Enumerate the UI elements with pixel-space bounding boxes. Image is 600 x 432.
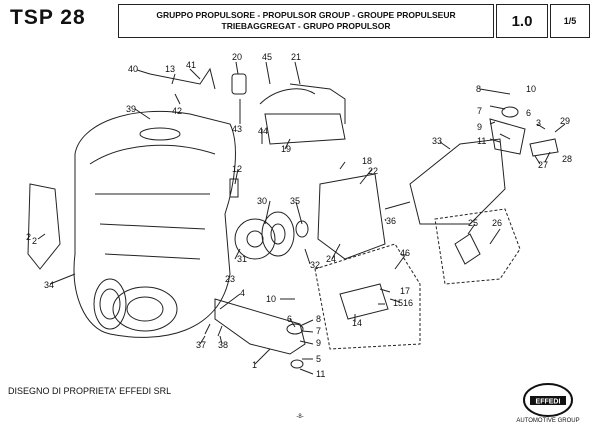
callout-number: 38 <box>218 340 228 350</box>
callout-number: 19 <box>281 144 291 154</box>
belt <box>93 278 127 330</box>
callout-number: 33 <box>432 136 442 146</box>
oil-tank <box>264 113 346 145</box>
effedi-logo: EFFEDI <box>523 383 573 417</box>
breather-hose <box>259 88 316 105</box>
version-box: 1.0 <box>496 4 548 38</box>
title-line-1: GRUPPO PROPULSORE - PROPULSOR GROUP - GR… <box>156 10 456 20</box>
engine-mount-bracket <box>27 183 61 270</box>
callout-number: 27 <box>538 160 548 170</box>
callout-number: 7 <box>477 106 482 116</box>
callout-number: 18 <box>362 156 372 166</box>
callout-number: 23 <box>225 274 235 284</box>
logo-text: EFFEDI <box>536 399 561 406</box>
callout-number: 40 <box>128 64 138 74</box>
callout-number: 9 <box>316 338 321 348</box>
callout-number: 12 <box>232 164 242 174</box>
callout-number: 2 <box>26 232 31 242</box>
table-code: TSP 28 <box>10 6 86 29</box>
clutch-disc <box>261 211 295 257</box>
callout-number: 10 <box>526 84 536 94</box>
drive-flange <box>529 138 559 157</box>
callout-number: 26 <box>492 218 502 228</box>
callout-number: 24 <box>326 254 336 264</box>
callout-number: 8 <box>476 84 481 94</box>
selector-fork <box>454 233 481 265</box>
callout-number: 3 <box>536 118 541 128</box>
flywheel <box>234 218 276 260</box>
callout-number: 5 <box>316 354 321 364</box>
engine-block <box>73 110 236 338</box>
callout-number: 37 <box>196 340 206 350</box>
logo-subtitle: AUTOMOTIVE GROUP <box>516 418 580 424</box>
callout-number: 4 <box>240 288 245 298</box>
callout-number: 10 <box>266 294 276 304</box>
callout-number: 32 <box>310 260 320 270</box>
callout-number: 7 <box>316 326 321 336</box>
callout-number: 36 <box>386 216 396 226</box>
starter-motor <box>339 283 389 320</box>
callout-number: 39 <box>126 104 136 114</box>
callout-number: 15 <box>393 298 403 308</box>
callout-number: 17 <box>400 286 410 296</box>
rubber-mount <box>286 323 304 335</box>
alternator <box>112 286 178 332</box>
callout-number: 14 <box>352 318 362 328</box>
callout-number: 28 <box>562 154 572 164</box>
callout-number: 29 <box>560 116 570 126</box>
gearbox-bellhousing <box>317 173 386 260</box>
callout-number: 45 <box>262 52 272 62</box>
hose-41 <box>149 67 216 90</box>
callout-number: 2 <box>32 236 37 246</box>
callout-number: 31 <box>237 254 247 264</box>
callout-number: 1 <box>252 360 257 370</box>
callout-number: 22 <box>368 166 378 176</box>
release-bearing <box>295 220 309 238</box>
callout-number: 8 <box>316 314 321 324</box>
callout-number: 44 <box>258 126 268 136</box>
callout-number: 43 <box>232 124 242 134</box>
callout-number: 11 <box>477 136 486 146</box>
callout-number: 42 <box>172 106 182 116</box>
page-number: -8- <box>296 414 304 420</box>
callout-number: 34 <box>44 280 54 290</box>
callout-number: 35 <box>290 196 300 206</box>
callout-number: 30 <box>257 196 267 206</box>
header: TSP 28 GRUPPO PROPULSORE - PROPULSOR GRO… <box>0 0 600 44</box>
title-line-2: TRIEBAGGREGAT - GRUPO PROPULSOR <box>221 21 391 31</box>
callout-number: 21 <box>291 52 301 62</box>
selector-box <box>434 208 521 285</box>
page-box: 1/5 <box>550 4 590 38</box>
callout-number: 6 <box>526 108 531 118</box>
gearbox-mount <box>489 118 526 155</box>
callout-number: 9 <box>477 122 482 132</box>
callout-number: 25 <box>468 218 478 228</box>
title-box: GRUPPO PROPULSORE - PROPULSOR GROUP - GR… <box>118 4 494 38</box>
callout-number: 20 <box>232 52 242 62</box>
callout-number: 11 <box>316 369 325 379</box>
bracket-21 <box>289 83 346 124</box>
callout-number: 16 <box>403 298 413 308</box>
gearbox-case <box>409 138 506 225</box>
callout-number: 13 <box>165 64 175 74</box>
starter-box <box>314 243 421 350</box>
callout-number: 41 <box>186 60 196 70</box>
engine-mount-1 <box>214 298 306 355</box>
ownership-note: DISEGNO DI PROPRIETA' EFFEDI SRL <box>8 386 172 396</box>
callout-number: 6 <box>287 314 292 324</box>
callout-number: 46 <box>400 248 410 258</box>
